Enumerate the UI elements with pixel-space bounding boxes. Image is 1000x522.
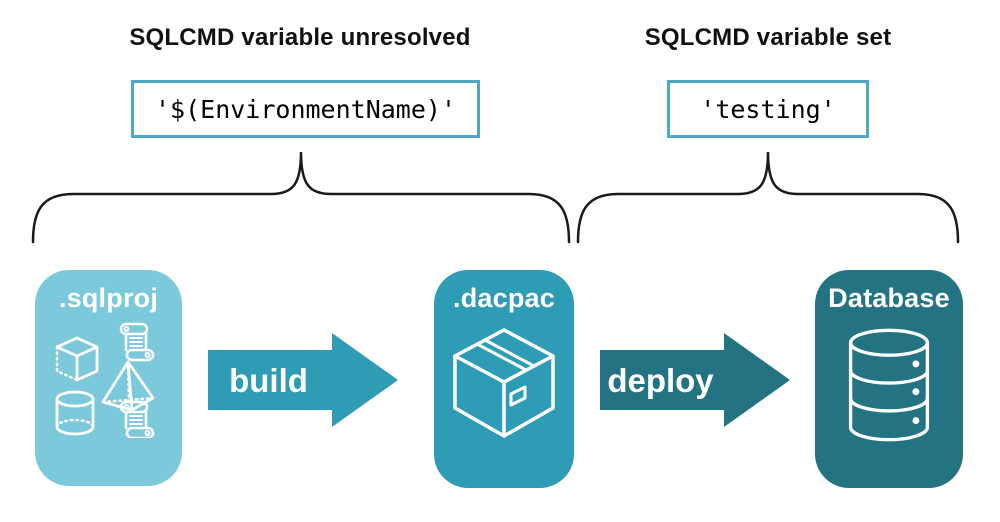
- database-icon: [848, 328, 930, 442]
- stage-database: Database: [815, 270, 963, 488]
- set-variable-value: 'testing': [700, 94, 836, 124]
- stage-sqlproj: .sqlproj: [35, 270, 182, 486]
- right-brace: [576, 151, 960, 244]
- deploy-arrow-label: deploy: [607, 361, 714, 399]
- set-variable-box: 'testing': [667, 80, 869, 138]
- stage-dacpac-label: .dacpac: [453, 283, 555, 313]
- left-annotation-title: SQLCMD variable unresolved: [129, 24, 471, 51]
- build-arrow: [208, 333, 398, 427]
- left-brace: [31, 151, 571, 244]
- stage-dacpac: .dacpac: [434, 270, 574, 488]
- package-icon: [453, 328, 555, 438]
- sql-objects-icon: [55, 322, 154, 438]
- unresolved-variable-value: '$(EnvironmentName)': [154, 94, 457, 124]
- unresolved-variable-box: '$(EnvironmentName)': [131, 80, 480, 138]
- right-annotation-title: SQLCMD variable set: [644, 24, 892, 51]
- deploy-arrow: [600, 333, 790, 427]
- stage-sqlproj-label: .sqlproj: [58, 283, 159, 313]
- stage-database-label: Database: [828, 283, 950, 313]
- build-arrow-label: build: [229, 361, 308, 399]
